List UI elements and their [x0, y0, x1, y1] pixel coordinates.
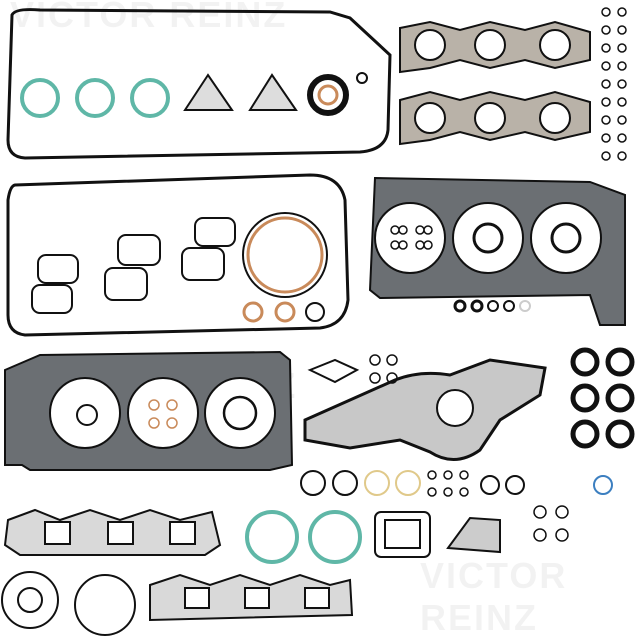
- valve-cover-gasket-top: [6, 8, 392, 160]
- watermark-bottom: VICTOR REINZ: [420, 555, 568, 638]
- watermark-top: VICTOR REINZ: [10, 0, 288, 35]
- spark-plug-tube-seals: [570, 347, 635, 449]
- valve-stem-seals: [601, 7, 627, 161]
- water-pump-gasket: [303, 358, 547, 461]
- valve-cover-gasket-lower: [6, 173, 350, 337]
